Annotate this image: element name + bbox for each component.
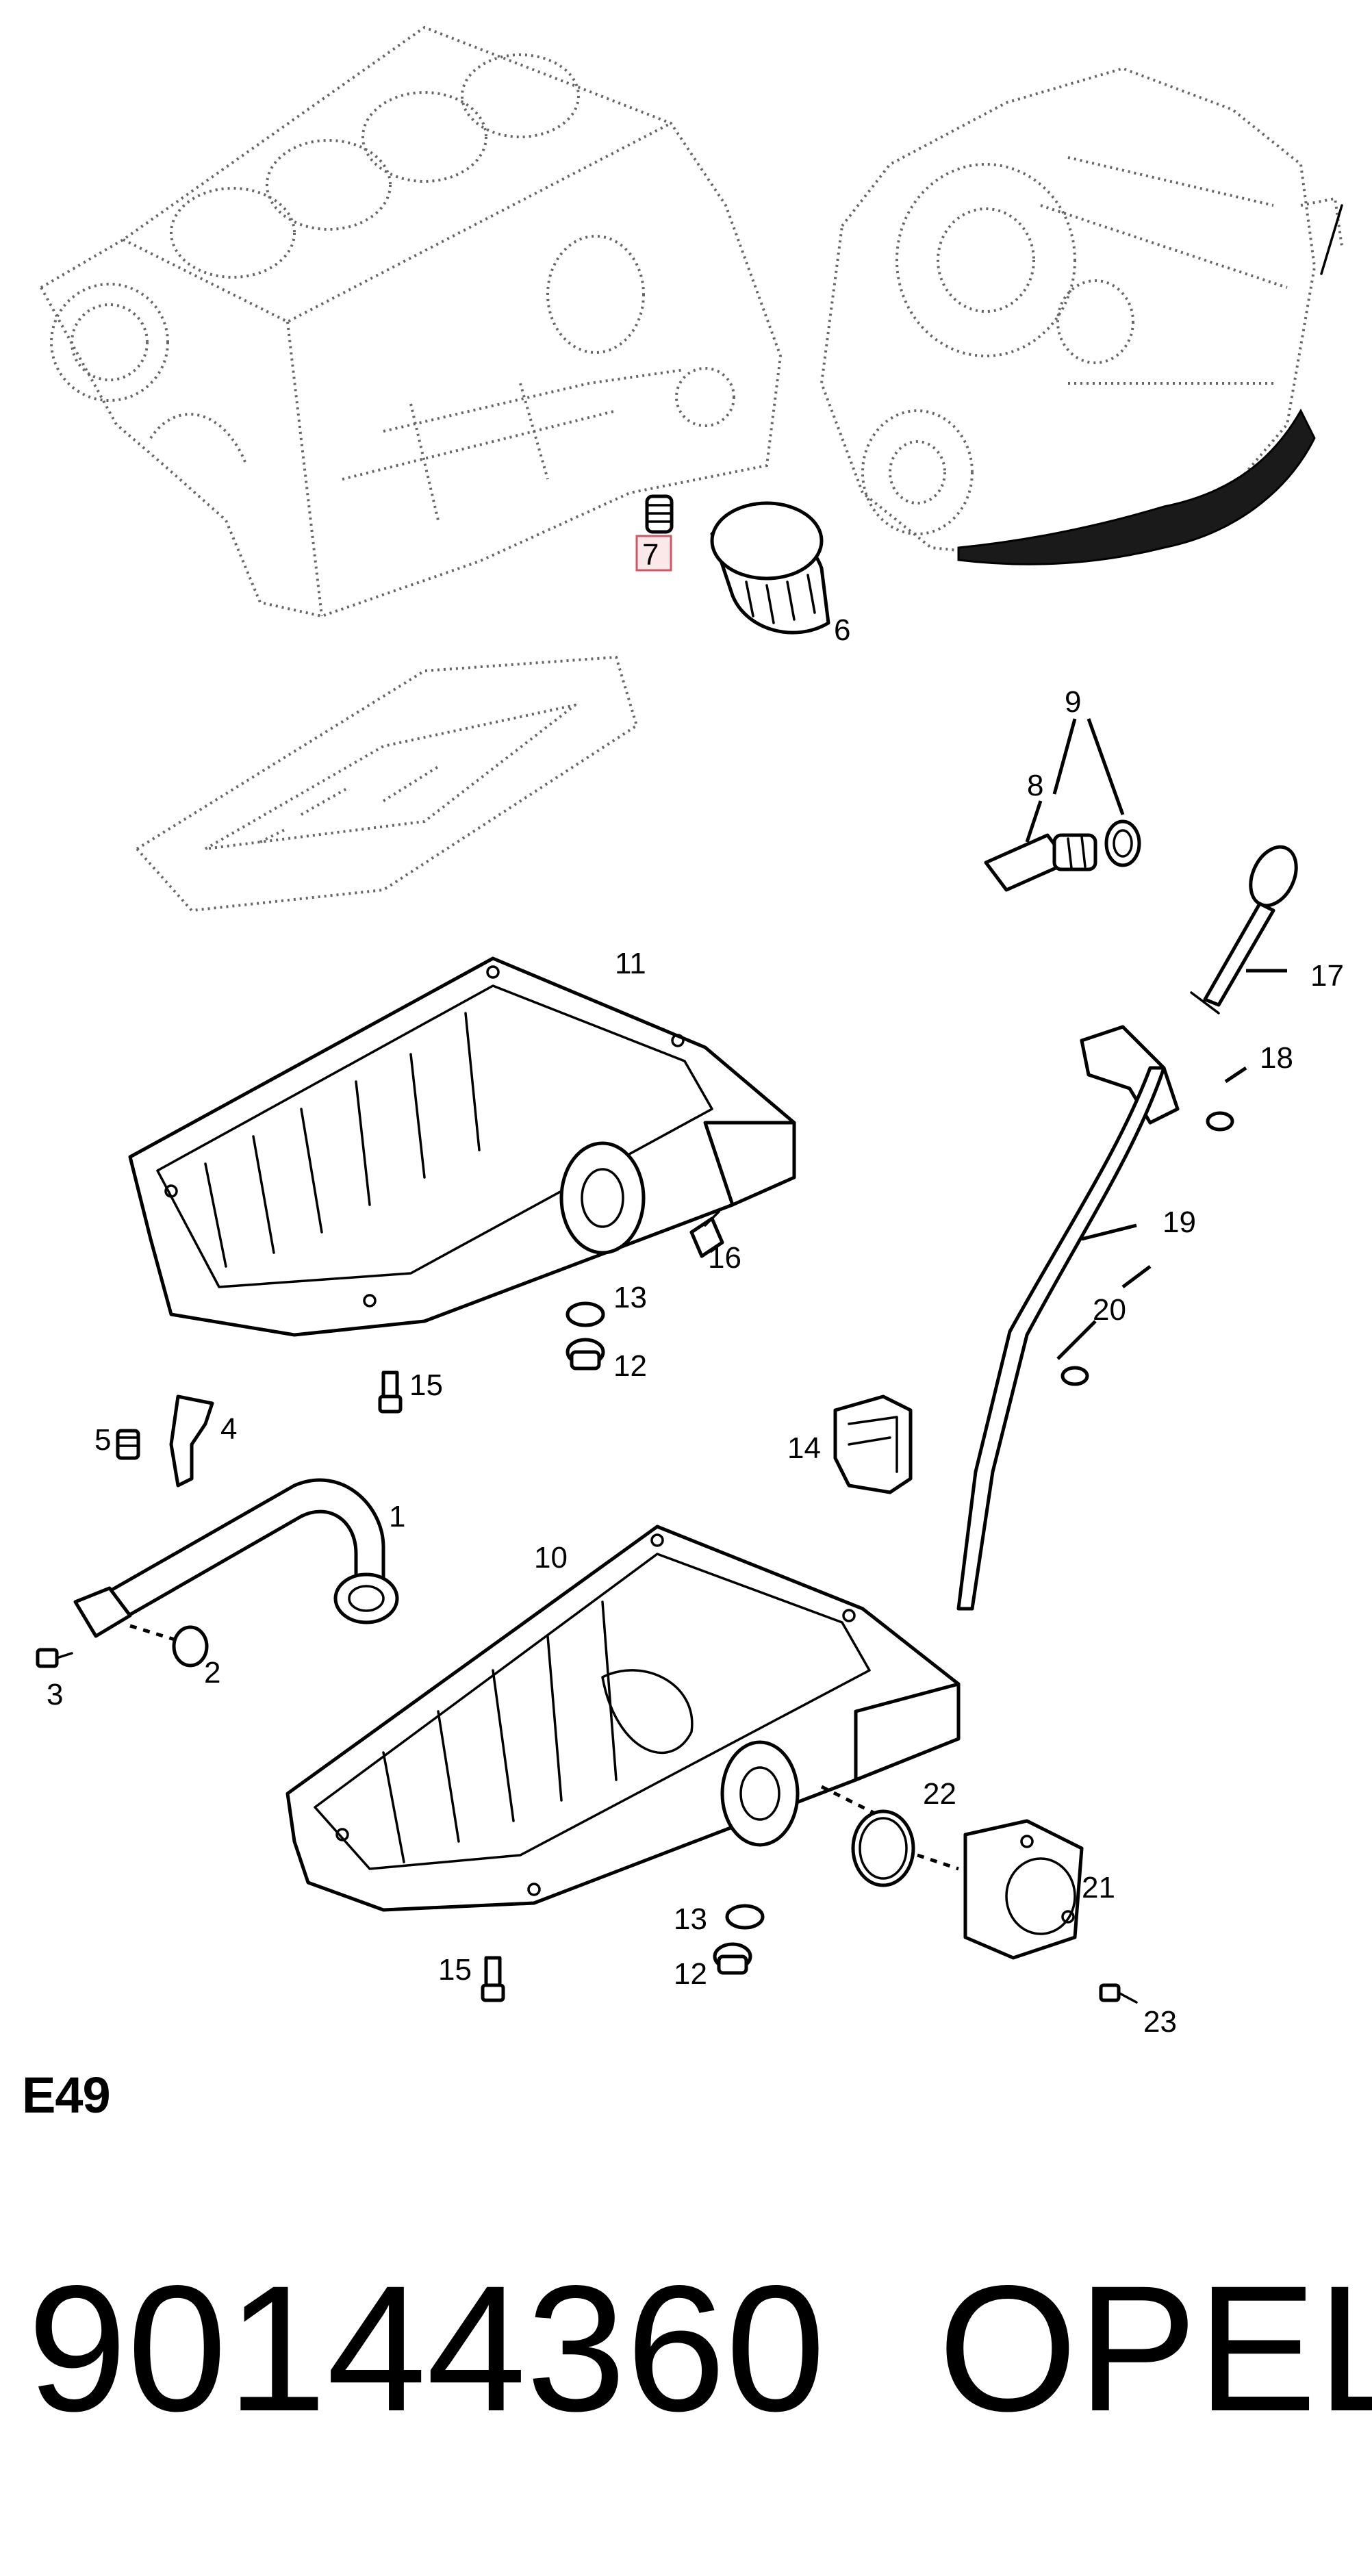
engine-block-outline	[39, 25, 783, 618]
oil-pressure-switch[interactable]	[984, 833, 1097, 892]
bolt-3[interactable]	[36, 1648, 73, 1668]
callout-8: 8	[1027, 769, 1043, 802]
leader-lines	[1025, 718, 1287, 1360]
bracket-4[interactable]	[169, 1394, 214, 1488]
callout-10: 10	[534, 1541, 568, 1574]
callout-6: 6	[834, 613, 850, 647]
callout-2: 2	[204, 1656, 220, 1689]
brand-name: OPEL	[938, 2248, 1372, 2449]
callout-9: 9	[1065, 685, 1081, 719]
exploded-view-diagram: 7 6 9 8 17 18 11 16 19 20 13 12 15 5 4 1…	[36, 25, 1344, 2039]
callout-17: 17	[1310, 959, 1344, 993]
oil-pan-upper[interactable]	[128, 956, 796, 1337]
callout-22: 22	[923, 1777, 956, 1811]
oil-pickup-pipe[interactable]	[73, 1478, 399, 1638]
callout-4: 4	[220, 1412, 237, 1446]
oil-filter[interactable]	[710, 501, 830, 635]
bolt-16[interactable]	[689, 1210, 724, 1258]
callout-18: 18	[1260, 1041, 1293, 1075]
callout-19: 19	[1163, 1206, 1196, 1239]
callout-1: 1	[389, 1500, 405, 1533]
callout-16: 16	[708, 1241, 741, 1275]
callout-14: 14	[787, 1431, 821, 1465]
bolt-5[interactable]	[116, 1429, 140, 1460]
callout-12-lower: 12	[674, 1957, 707, 1991]
oil-pan-lower[interactable]	[285, 1525, 961, 1912]
callout-15-lower: 15	[438, 1953, 472, 1987]
baffle-14[interactable]	[833, 1394, 913, 1494]
drain-plug-washer-upper[interactable]	[566, 1301, 605, 1327]
engine-assembly-outline	[820, 66, 1343, 565]
section-code: E49	[22, 2067, 111, 2124]
callout-21: 21	[1082, 1871, 1115, 1904]
o-ring-20[interactable]	[1060, 1366, 1089, 1386]
callout-11: 11	[615, 947, 646, 980]
seal-ring-9[interactable]	[1104, 819, 1141, 867]
bolt-15-lower[interactable]	[481, 1956, 505, 2002]
callout-23: 23	[1143, 2005, 1177, 2039]
callout-20: 20	[1093, 1293, 1126, 1327]
cover-gasket-22[interactable]	[851, 1809, 915, 1887]
oil-filter-adapter-stud[interactable]	[645, 494, 674, 534]
dipstick-guide-tube[interactable]	[956, 1025, 1180, 1611]
callout-12-upper: 12	[613, 1349, 647, 1383]
callout-13-upper: 13	[613, 1281, 647, 1314]
callout-3: 3	[47, 1678, 63, 1711]
drain-plug-upper[interactable]	[566, 1338, 605, 1370]
callout-labels: 7 6 9 8 17 18 11 16 19 20 13 12 15 5 4 1…	[47, 535, 1344, 2039]
callout-15-upper: 15	[409, 1368, 443, 1402]
bolt-23[interactable]	[1099, 1983, 1138, 2004]
bolt-15-upper[interactable]	[378, 1370, 403, 1414]
part-number: 90144360	[27, 2248, 826, 2449]
callout-13-lower: 13	[674, 1902, 707, 1936]
callout-7: 7	[642, 538, 659, 572]
drain-plug-lower[interactable]	[713, 1942, 752, 1975]
dipstick[interactable]	[1190, 840, 1305, 1015]
callout-5: 5	[94, 1423, 111, 1457]
gasket-outline	[134, 655, 639, 913]
pipe-gasket-2[interactable]	[172, 1625, 209, 1668]
filter-housing-cover-21[interactable]	[963, 1819, 1084, 1960]
o-ring-18[interactable]	[1206, 1111, 1234, 1132]
drain-plug-washer-lower[interactable]	[725, 1904, 765, 1930]
